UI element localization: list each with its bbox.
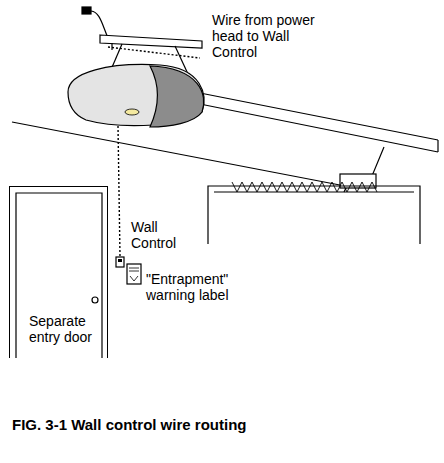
power-cord [91,11,108,38]
mounting-bracket [100,35,202,48]
sticker-figure [129,268,139,281]
wall-control-unit [116,257,124,267]
torsion-spring [232,182,377,192]
figure-caption: FIG. 3-1 Wall control wire routing [12,416,246,434]
door-label: Separate entry door [29,313,101,345]
rail [195,92,438,152]
callout-label: Wire from power head to Wall Control [212,12,324,60]
door-inner-frame [16,193,102,358]
wall-control-button [118,259,122,262]
callout-label: "Entrapment" warning label [146,271,241,303]
wire-dotted [108,47,200,58]
door-knob [92,297,98,303]
power-head-cover [150,66,204,127]
power-plug [82,7,91,14]
ceiling-edge [12,122,345,186]
bracket-edge [111,43,112,50]
light-lens [125,109,139,115]
door-frame: Separate entry door [9,186,108,358]
rail-end [437,140,438,152]
callout-label: Wall Control [131,219,181,251]
warning-sticker [127,264,141,284]
garage-door-edge [214,191,414,192]
wire-dotted [118,126,120,257]
garage-door-top [208,186,420,244]
